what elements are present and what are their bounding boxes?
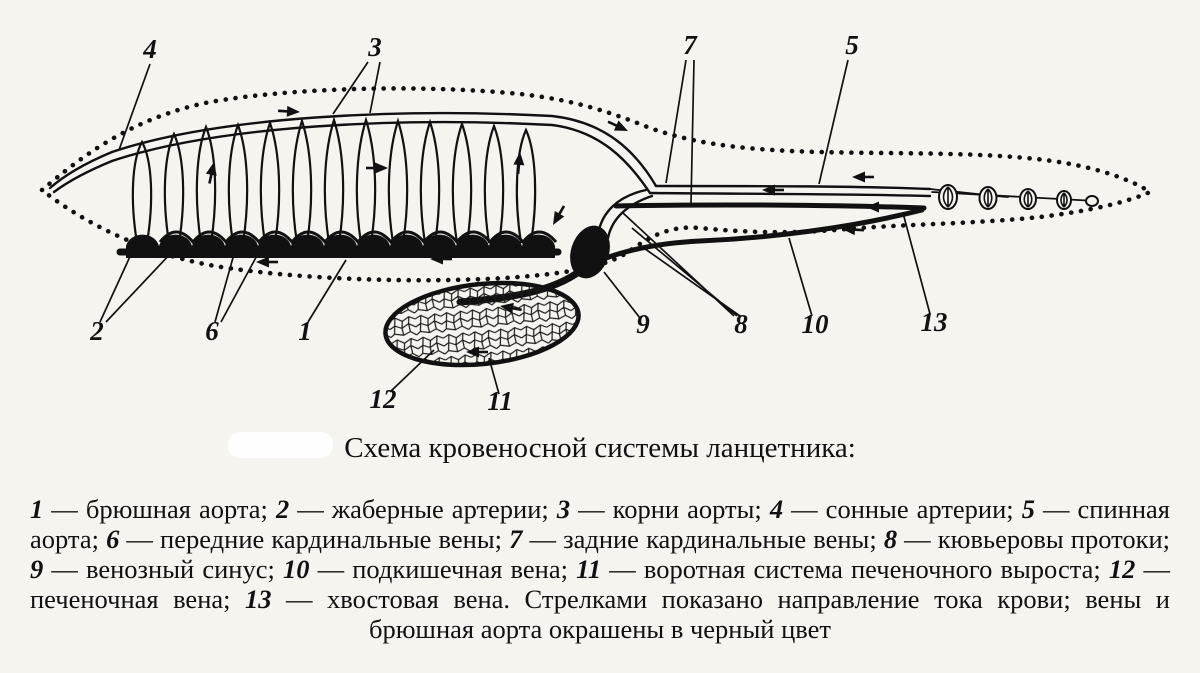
figure-label-11: 11 — [487, 386, 513, 416]
legend-number: 11 — [576, 553, 602, 584]
figure-label-9: 9 — [636, 309, 650, 339]
legend-paragraph: 1 — брюшная аорта; 2 — жаберные артерии;… — [0, 492, 1200, 645]
label-leaders — [99, 59, 931, 395]
figure-label-2: 2 — [89, 316, 104, 346]
figure-label-1: 1 — [298, 316, 312, 346]
legend-text: — передние кардинальные вены; — [119, 523, 510, 554]
legend-number: 13 — [245, 584, 272, 615]
anterior-cardinal-veins — [158, 230, 558, 245]
legend-number: 4 — [769, 493, 784, 524]
figure-label-8: 8 — [734, 309, 748, 339]
legend-text: — венозный синус; — [43, 553, 283, 584]
legend-text: — хвостовая вена. — [271, 584, 525, 615]
tail-bulbs — [931, 184, 1099, 210]
scan-artifact — [228, 432, 333, 458]
figure-label-7: 7 — [683, 30, 698, 60]
lancelet-diagram-svg: 4 3 7 5 2 6 1 9 8 10 13 12 11 — [38, 30, 1155, 416]
legend-note: Стрелками показано направление тока кров… — [369, 584, 1170, 645]
lancelet-circulatory-figure: 4 3 7 5 2 6 1 9 8 10 13 12 11 — [38, 30, 1155, 416]
legend-text: — сонные артерии; — [783, 493, 1022, 524]
flow-arrows — [205, 105, 888, 358]
legend-text: — корни аорты; — [570, 493, 770, 524]
legend-number: 5 — [1021, 493, 1035, 524]
legend-text: — спинная аорта; — [30, 493, 1170, 554]
legend-text: — печеночная вена; — [30, 553, 1171, 615]
legend-number: 10 — [282, 553, 310, 584]
legend-text: — воротная система печеночного выроста; — [601, 553, 1109, 584]
hepatic-portal-system — [383, 280, 581, 368]
figure-label-4: 4 — [142, 34, 157, 64]
legend-number: 1 — [30, 493, 44, 524]
legend-number: 2 — [275, 493, 290, 524]
figure-label-5: 5 — [845, 30, 859, 60]
legend-text: — подкишечная вена; — [309, 553, 577, 584]
venous-sinus — [570, 225, 610, 279]
figure-number-labels: 4 3 7 5 2 6 1 9 8 10 13 12 11 — [89, 30, 947, 416]
subintestinal-vein — [603, 207, 925, 261]
legend-number: 12 — [1108, 553, 1136, 584]
legend-number: 6 — [106, 523, 120, 554]
legend-text: — кювьеровы протоки; — [897, 523, 1170, 554]
legend-text: — жаберные артерии; — [289, 493, 557, 524]
legend-number: 8 — [883, 523, 898, 554]
figure-label-6: 6 — [205, 316, 219, 346]
legend-number: 7 — [509, 523, 523, 554]
legend-number: 9 — [30, 553, 44, 584]
figure-caption-title: Схема кровеносной системы ланцетника: — [344, 432, 856, 464]
legend-text: — задние кардинальные вены; — [522, 523, 884, 554]
figure-label-10: 10 — [802, 309, 830, 339]
figure-label-12: 12 — [370, 384, 397, 414]
legend-number: 3 — [556, 493, 571, 524]
body-outline — [38, 86, 1155, 283]
posterior-cardinal-veins — [613, 202, 927, 211]
figure-label-3: 3 — [367, 32, 382, 62]
gill-arteries — [131, 116, 537, 244]
figure-label-13: 13 — [921, 307, 948, 337]
legend-text: — брюшная аорта; — [43, 493, 276, 524]
